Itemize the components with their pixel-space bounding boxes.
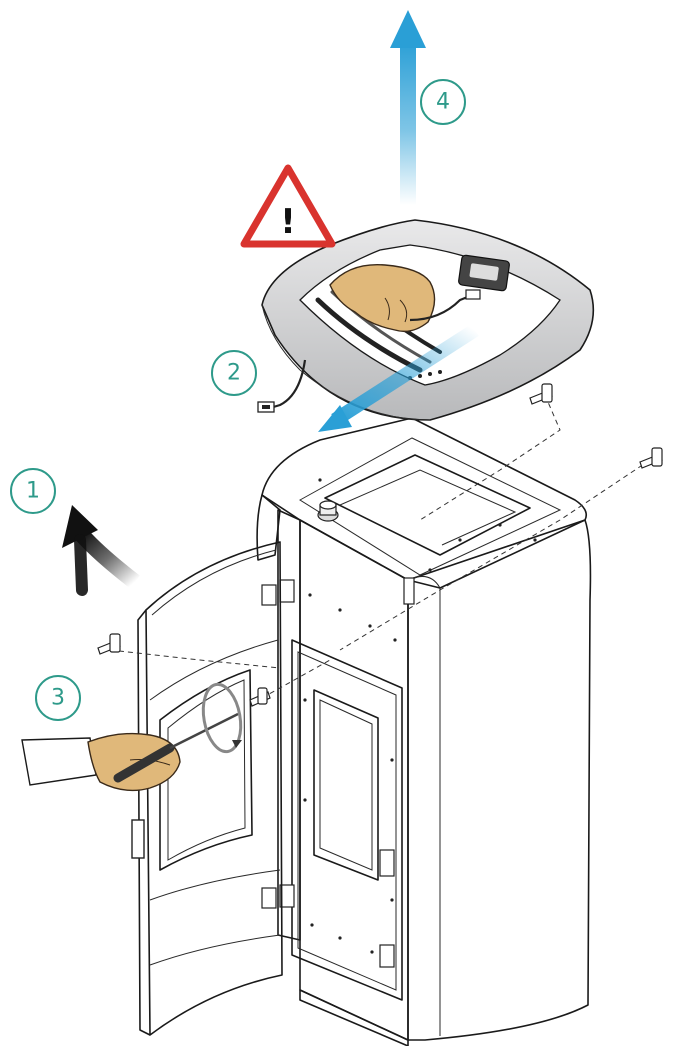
step-marker-1: 1	[10, 468, 56, 514]
rivets	[303, 478, 537, 954]
cable	[257, 359, 307, 413]
warning-triangle-icon: !	[240, 164, 336, 248]
screw-icon	[639, 447, 663, 469]
screw-paths	[109, 394, 651, 699]
stove-body	[256, 417, 592, 1046]
step-marker-2: 2	[211, 350, 257, 396]
screw-icon	[249, 687, 271, 707]
step-number: 2	[227, 361, 241, 386]
hand-disconnect	[329, 263, 481, 333]
control-panel	[458, 254, 510, 292]
screw-icon	[97, 633, 121, 655]
warning-symbol: !	[280, 202, 296, 242]
step-marker-4: 4	[420, 79, 466, 125]
curved-arrow-icon	[62, 505, 140, 596]
top-fitting	[317, 500, 339, 522]
step-number: 3	[51, 686, 65, 711]
arrow-down-left-icon	[318, 324, 479, 432]
hand-screwdriver	[21, 682, 243, 792]
step-marker-3: 3	[35, 675, 81, 721]
screw-icon	[529, 383, 553, 405]
arrow-up-icon	[390, 10, 426, 205]
step-number: 4	[436, 90, 450, 115]
step-number: 1	[26, 479, 40, 504]
stove-door	[131, 541, 283, 1036]
